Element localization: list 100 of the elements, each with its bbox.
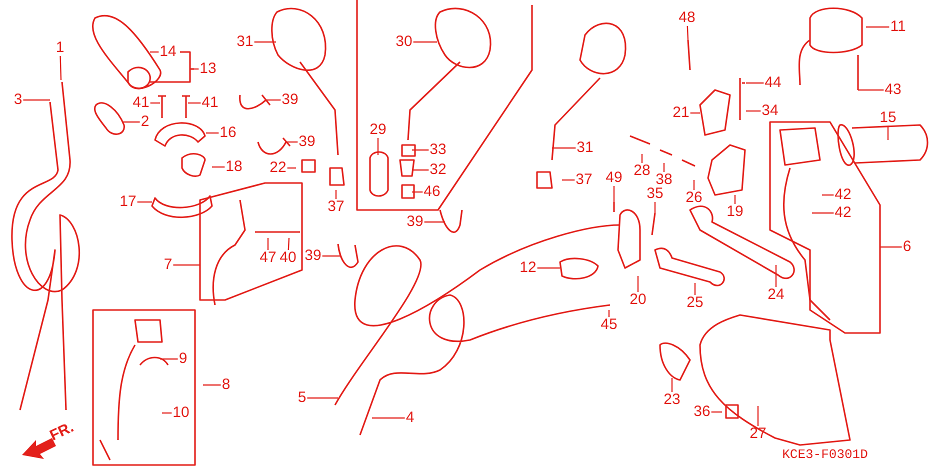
leader-line: [880, 246, 902, 248]
leader-line: [412, 169, 429, 171]
callout-number: 14: [158, 44, 178, 60]
leader-line: [286, 141, 298, 143]
callout-number: 13: [198, 61, 218, 77]
leader-line: [686, 26, 689, 40]
callout-number: 12: [518, 260, 538, 276]
leader-line: [412, 149, 429, 151]
leader-line: [887, 126, 889, 140]
leader-line: [663, 163, 665, 172]
callout-number: 44: [764, 75, 782, 91]
callout-number: 39: [280, 92, 300, 108]
leader-line: [562, 179, 575, 181]
leader-line: [287, 167, 296, 169]
callout-number: 8: [220, 377, 232, 393]
callout-number: 2: [140, 114, 150, 130]
leader-line: [307, 397, 338, 399]
callout-number: 5: [296, 390, 308, 406]
callout-number: 37: [574, 172, 594, 188]
callout-number: 25: [686, 295, 704, 311]
callout-number: 9: [178, 351, 188, 367]
callout-number: 28: [632, 163, 652, 179]
leader-line: [413, 41, 437, 43]
leader-line: [150, 102, 160, 104]
leader-line: [613, 186, 615, 202]
leader-line: [212, 166, 225, 168]
callout-number: 1: [54, 40, 66, 56]
callout-number: 40: [278, 250, 298, 266]
callout-number: 3: [12, 92, 24, 108]
callout-number: 41: [132, 95, 150, 111]
leader-line: [757, 406, 759, 426]
leader-line: [858, 89, 884, 91]
callout-number: 39: [304, 248, 322, 264]
leader-line: [412, 191, 423, 193]
callout-number: 47: [258, 250, 278, 266]
callout-number: 33: [428, 142, 448, 158]
callout-number: 24: [766, 287, 786, 303]
leader-line: [322, 255, 340, 257]
leader-line: [123, 121, 140, 123]
leader-line: [266, 99, 281, 101]
callout-number: 29: [368, 122, 388, 138]
callout-number: 16: [218, 125, 238, 141]
callout-number: 18: [224, 159, 244, 175]
leader-line: [206, 132, 219, 134]
callout-number: 37: [326, 199, 346, 215]
leader-line: [288, 238, 290, 250]
leader-line: [694, 283, 696, 295]
leader-line: [377, 138, 379, 155]
callout-number: 35: [646, 186, 664, 202]
callout-number: 49: [604, 170, 624, 186]
leader-line: [60, 56, 62, 80]
callout-number: 30: [394, 34, 414, 50]
callout-number: 42: [834, 187, 852, 203]
callout-number: 17: [118, 194, 138, 210]
leader-line: [866, 26, 890, 28]
leader-line: [641, 154, 643, 163]
leader-line: [552, 147, 576, 149]
leader-line: [654, 202, 656, 213]
callout-number: 48: [678, 10, 696, 26]
leader-line: [693, 180, 695, 190]
leader-line: [173, 264, 200, 266]
leader-line: [812, 212, 834, 214]
leader-line: [267, 238, 269, 250]
callout-number: 46: [422, 184, 442, 200]
callout-number: 7: [162, 257, 174, 273]
callout-number: 20: [628, 292, 648, 308]
callout-number: 32: [428, 162, 448, 178]
leader-line: [137, 201, 152, 203]
callout-number: 39: [406, 214, 424, 230]
callout-number: 39: [298, 134, 316, 150]
leader-line: [690, 112, 700, 114]
callout-number: 43: [884, 82, 902, 98]
figure-code: KCE3-F0301D: [781, 447, 869, 463]
callout-number: 11: [889, 19, 907, 35]
leader-line: [335, 190, 337, 199]
leader-line: [191, 68, 199, 70]
leader-line: [671, 378, 673, 392]
callout-number: 4: [404, 410, 416, 426]
callout-number: 42: [834, 205, 852, 221]
callout-number: 15: [878, 110, 898, 126]
leader-line: [746, 110, 761, 112]
leader-line: [711, 411, 722, 413]
callout-number: 10: [172, 405, 190, 421]
leader-line: [254, 41, 276, 43]
leader-line: [424, 221, 445, 223]
direction-label: FR.: [46, 419, 78, 445]
leader-line: [150, 51, 159, 53]
leader-line: [637, 276, 639, 292]
leader-line: [608, 310, 610, 317]
callout-number: 38: [654, 172, 674, 188]
callout-number: 45: [600, 317, 618, 333]
leader-line: [188, 102, 201, 104]
callout-number: 26: [684, 190, 704, 206]
callout-number: 34: [760, 103, 780, 119]
leader-line: [775, 265, 777, 287]
leader-line: [162, 412, 172, 414]
leader-line: [160, 358, 178, 360]
callout-number: 36: [692, 404, 712, 420]
callout-number: 23: [662, 392, 682, 408]
leader-line: [734, 195, 736, 204]
